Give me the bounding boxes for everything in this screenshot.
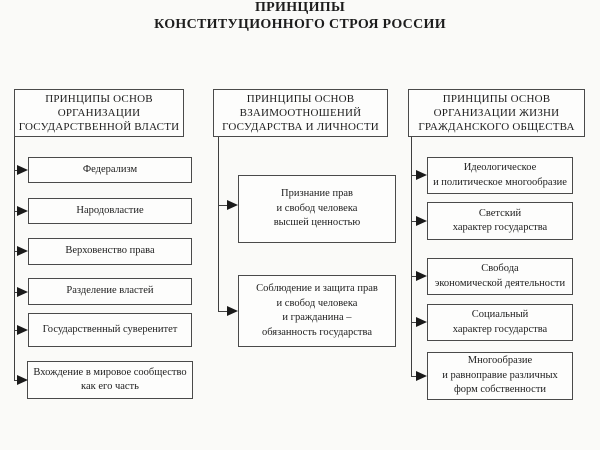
connector-line [218, 205, 228, 206]
column-2-header-box: ПРИНЦИПЫ ОСНОВ ВЗАИМООТНОШЕНИЙ ГОСУДАРСТ… [213, 89, 388, 137]
column-3-item-social-state: Социальный характер государства [427, 304, 573, 341]
connector-line [14, 211, 19, 212]
column-2-item-state-duty: Соблюдение и защита прав и свобод челове… [238, 275, 396, 347]
column-3-connector-line [411, 137, 412, 377]
column-2-connector-line [218, 137, 219, 312]
column-3-item-secular-state: Светский характер государства [427, 202, 573, 240]
connector-line [14, 170, 19, 171]
column-1-item-federalism: Федерализм [28, 157, 192, 183]
arrow-right-icon [227, 306, 238, 316]
column-3-item-ideological-diversity: Идеологическое и политическое многообраз… [427, 157, 573, 194]
column-1-item-democracy: Народовластие [28, 198, 192, 224]
column-1-item-world-community: Вхождение в мировое сообщество как его ч… [27, 361, 193, 399]
connector-line [14, 380, 19, 381]
column-3-header-box: ПРИНЦИПЫ ОСНОВ ОРГАНИЗАЦИИ ЖИЗНИ ГРАЖДАН… [408, 89, 585, 137]
column-1-item-rule-of-law: Верховенство права [28, 238, 192, 265]
column-3-item-economic-freedom: Свобода экономической деятельности [427, 258, 573, 295]
arrow-right-icon [17, 165, 28, 175]
column-2-item-rights-supreme-value: Признание прав и свобод человека высшей … [238, 175, 396, 243]
arrow-right-icon [17, 375, 28, 385]
connector-line [411, 322, 417, 323]
arrow-right-icon [416, 317, 427, 327]
connector-line [14, 292, 19, 293]
connector-line [14, 330, 19, 331]
arrow-right-icon [227, 200, 238, 210]
arrow-right-icon [17, 246, 28, 256]
arrow-right-icon [416, 371, 427, 381]
connector-line [218, 311, 228, 312]
connector-line [411, 376, 417, 377]
connector-line [14, 251, 19, 252]
arrow-right-icon [416, 271, 427, 281]
arrow-right-icon [17, 206, 28, 216]
column-1-item-separation-of-powers: Разделение властей [28, 278, 192, 305]
connector-line [411, 175, 417, 176]
arrow-right-icon [416, 216, 427, 226]
column-3-item-property-forms-diversity: Многообразие и равноправие различных фор… [427, 352, 573, 400]
connector-line [411, 221, 417, 222]
arrow-right-icon [17, 325, 28, 335]
column-1-item-state-sovereignty: Государственный суверенитет [28, 313, 192, 347]
column-1-connector-line [14, 137, 15, 381]
column-1-header-box: ПРИНЦИПЫ ОСНОВ ОРГАНИЗАЦИИ ГОСУДАРСТВЕНН… [14, 89, 184, 137]
arrow-right-icon [17, 287, 28, 297]
arrow-right-icon [416, 170, 427, 180]
connector-line [411, 276, 417, 277]
diagram-title: ПРИНЦИПЫ КОНСТИТУЦИОННОГО СТРОЯ РОССИИ [154, 0, 446, 32]
